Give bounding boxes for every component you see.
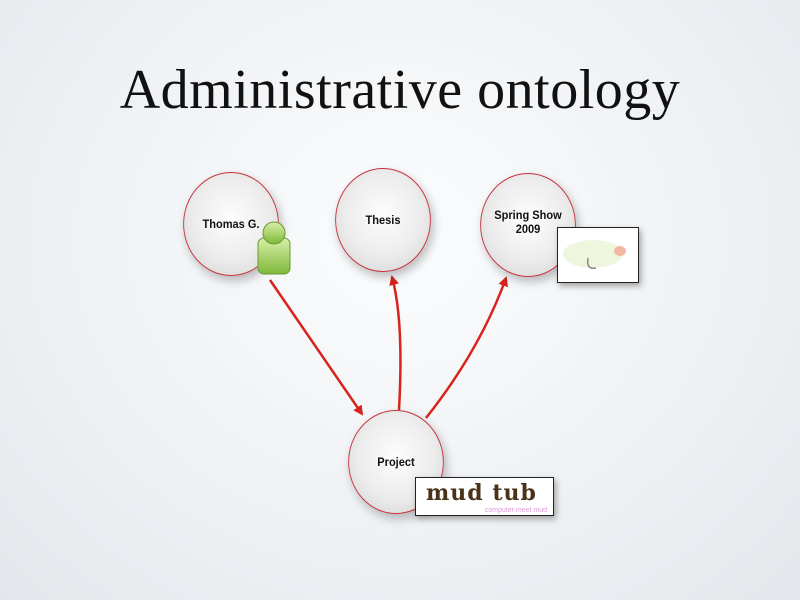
edge-project-to-thesis: [389, 275, 402, 411]
node-label: Project: [377, 455, 415, 469]
node-thesis[interactable]: Thesis: [335, 168, 431, 272]
mud-tub-logo: mud tub computer meet mud: [415, 477, 554, 516]
person-icon: [257, 221, 291, 275]
node-label: Spring Show 2009: [494, 208, 562, 236]
slide-title: Administrative ontology: [119, 59, 681, 121]
edge-project-to-spring-show: [425, 276, 508, 419]
node-label: Thesis: [365, 213, 401, 227]
logo-text: mud tub: [426, 480, 537, 506]
logo-tagline: computer meet mud: [484, 507, 547, 514]
fly-image: [557, 227, 639, 283]
node-label: Thomas G.: [202, 217, 260, 231]
edge-project-to-thomas: [268, 279, 364, 416]
